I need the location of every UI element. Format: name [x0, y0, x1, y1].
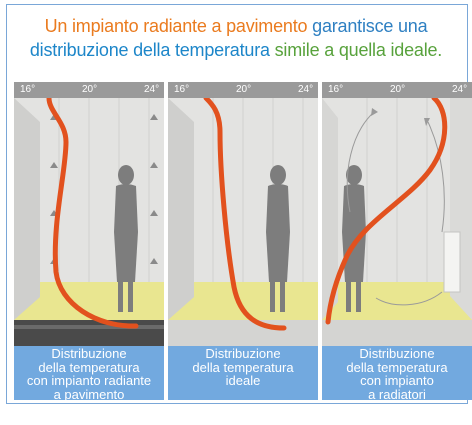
headline-part-2: garantisce una: [307, 16, 428, 36]
caption-line: con impianto: [360, 373, 434, 388]
room-illustration-radiators: [322, 82, 472, 346]
headline-part-3: distribuzione della temperatura: [29, 40, 270, 60]
headline: Un impianto radiante a pavimento garanti…: [0, 14, 472, 62]
room-illustration-floor-heating: [14, 82, 164, 346]
air-flow-arrow-left: [346, 111, 375, 213]
person-silhouette-icon: [114, 165, 138, 312]
caption-line: Distribuzione: [205, 346, 281, 361]
caption-ideal: Distribuzione della temperatura ideale: [168, 346, 318, 400]
caption-line: con impianto radiante: [26, 373, 152, 388]
air-flow-arrow-bottom: [375, 291, 443, 306]
caption-line: della temperatura: [346, 359, 448, 375]
panel-radiators: 16° 20° 24°: [322, 82, 472, 346]
scale-label-16: 16°: [174, 84, 190, 95]
arrow-head-icon: [371, 108, 378, 116]
scale-label-16: 16°: [328, 84, 344, 95]
panel-floor-heating: 16° 20° 24°: [14, 82, 164, 346]
caption-line: ideale: [225, 373, 261, 388]
air-flow-arrow-right: [427, 121, 445, 233]
headline-part-1: Un impianto radiante a pavimento: [44, 16, 308, 36]
scale-label-20: 20°: [82, 84, 98, 95]
person-silhouette-icon: [266, 165, 290, 312]
caption-line: della temperatura: [192, 359, 294, 375]
room-illustration-ideal: [168, 82, 318, 346]
headline-part-4: simile a quella ideale.: [269, 40, 443, 60]
scale-label-20: 20°: [390, 84, 406, 95]
caption-radiators: Distribuzione della temperatura con impi…: [322, 346, 472, 402]
scale-label-16: 16°: [20, 84, 36, 95]
temperature-scale: 16° 20° 24°: [168, 82, 318, 98]
caption-line: della temperatura: [38, 359, 140, 375]
caption-line: Distribuzione: [359, 346, 435, 361]
temperature-scale: 16° 20° 24°: [322, 82, 472, 98]
caption-line: a pavimento: [53, 386, 125, 402]
arrow-head-icon: [424, 118, 430, 126]
panel-ideal: 16° 20° 24°: [168, 82, 318, 346]
scale-label-24: 24°: [298, 84, 314, 95]
caption-floor-heating: Distribuzione della temperatura con impi…: [14, 346, 164, 402]
warm-air-arrow-icons: [50, 114, 158, 264]
caption-line: a radiatori: [368, 386, 426, 402]
scale-label-20: 20°: [236, 84, 252, 95]
scale-label-24: 24°: [144, 84, 160, 95]
scale-label-24: 24°: [452, 84, 468, 95]
caption-line: Distribuzione: [51, 346, 127, 361]
temperature-curve-floor-heating: [46, 95, 139, 329]
temperature-curve-radiators: [325, 95, 448, 325]
temperature-scale: 16° 20° 24°: [14, 82, 164, 98]
radiator-icon: [443, 231, 461, 293]
temperature-curve-ideal: [203, 95, 287, 331]
